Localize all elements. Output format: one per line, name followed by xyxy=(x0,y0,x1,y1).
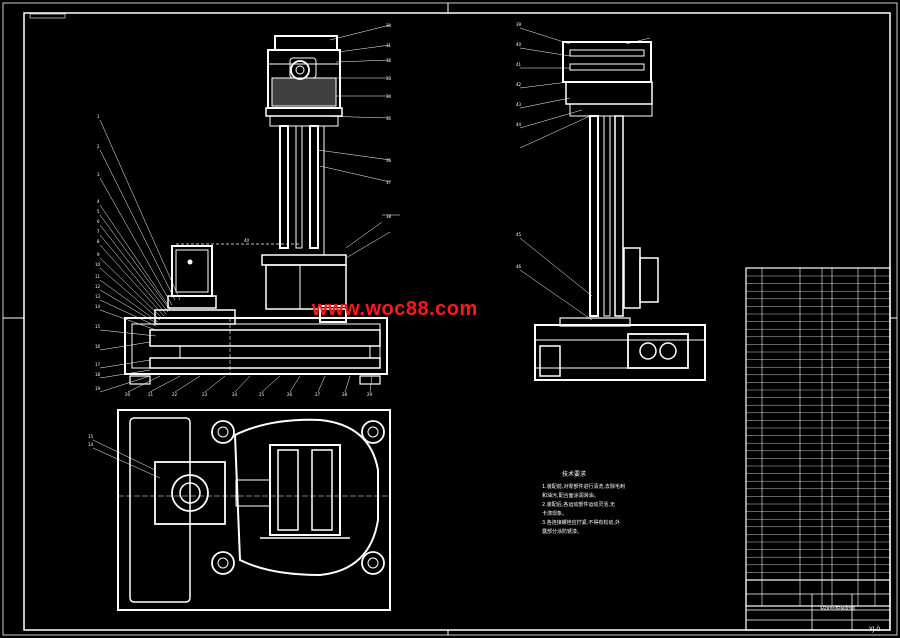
svg-text:28: 28 xyxy=(342,392,348,397)
note-line: 露部分涂防锈漆。 xyxy=(542,529,583,535)
svg-text:4: 4 xyxy=(97,199,100,204)
note-line: 2.装配后,各运动部件运动灵活,无 xyxy=(542,502,615,508)
svg-text:2: 2 xyxy=(97,144,100,149)
svg-text:14: 14 xyxy=(95,304,101,309)
svg-text:12: 12 xyxy=(95,284,101,289)
note-line: 卡滞现象。 xyxy=(542,511,568,517)
svg-text:41: 41 xyxy=(516,62,522,67)
drawing-title: 钻床结构装配图 xyxy=(820,606,856,612)
svg-text:6: 6 xyxy=(97,219,100,224)
front-leaders-left xyxy=(99,119,373,393)
svg-text:31: 31 xyxy=(386,43,392,48)
parts-list-table xyxy=(745,267,891,607)
svg-text:5: 5 xyxy=(97,209,100,214)
svg-text:29: 29 xyxy=(367,392,373,397)
plan-view: 15 14 xyxy=(88,409,391,611)
front-leaders-right xyxy=(317,24,400,259)
svg-text:8: 8 xyxy=(97,239,100,244)
svg-text:15: 15 xyxy=(95,324,101,329)
svg-text:7: 7 xyxy=(97,229,100,234)
side-leaders xyxy=(519,27,651,321)
svg-text:39: 39 xyxy=(516,22,522,27)
svg-text:20: 20 xyxy=(125,392,131,397)
svg-text:9: 9 xyxy=(97,252,100,257)
svg-text:24: 24 xyxy=(232,392,238,397)
svg-text:45: 45 xyxy=(516,232,522,237)
callout-labels-side: 39 40 41 42 43 44 45 46 xyxy=(516,22,522,269)
svg-text:46: 46 xyxy=(516,264,522,269)
svg-text:10: 10 xyxy=(95,262,101,267)
svg-text:1: 1 xyxy=(97,114,100,119)
note-line: 3.各连接螺栓应拧紧,不得有松动,外 xyxy=(542,520,620,526)
svg-text:11: 11 xyxy=(95,274,101,279)
parts-list-rows xyxy=(746,275,890,573)
front-view: 40 xyxy=(124,35,388,385)
watermark-text: www.woc88.com xyxy=(312,298,478,320)
svg-text:25: 25 xyxy=(259,392,265,397)
technical-notes: 技术要求 1.装配前,对零部件进行清洗,去除毛刺 和油污,配合面涂润滑油。 2.… xyxy=(542,470,652,537)
svg-text:13: 13 xyxy=(95,294,101,299)
svg-text:16: 16 xyxy=(95,344,101,349)
svg-text:43: 43 xyxy=(516,102,522,107)
svg-text:44: 44 xyxy=(516,122,522,127)
note-line: 和油污,配合面涂润滑油。 xyxy=(542,493,599,499)
svg-text:40: 40 xyxy=(516,42,522,47)
sheet-number: YJ-0 xyxy=(869,626,881,633)
svg-text:36: 36 xyxy=(386,158,392,163)
svg-text:42: 42 xyxy=(516,82,522,87)
svg-text:27: 27 xyxy=(315,392,321,397)
svg-text:40: 40 xyxy=(244,238,250,243)
svg-text:3: 3 xyxy=(97,172,100,177)
svg-text:15: 15 xyxy=(88,434,94,439)
note-line: 1.装配前,对零部件进行清洗,去除毛刺 xyxy=(542,484,625,490)
svg-text:34: 34 xyxy=(386,94,392,99)
svg-text:22: 22 xyxy=(172,392,178,397)
svg-text:14: 14 xyxy=(88,442,94,447)
svg-text:17: 17 xyxy=(95,362,101,367)
side-view xyxy=(534,41,706,381)
svg-text:30: 30 xyxy=(386,23,392,28)
svg-text:35: 35 xyxy=(386,116,392,121)
svg-text:32: 32 xyxy=(386,58,392,63)
svg-text:38: 38 xyxy=(386,214,392,219)
svg-text:23: 23 xyxy=(202,392,208,397)
svg-text:33: 33 xyxy=(386,76,392,81)
notes-title: 技术要求 xyxy=(562,471,587,478)
svg-text:37: 37 xyxy=(386,180,392,185)
svg-text:19: 19 xyxy=(95,386,101,391)
title-block xyxy=(745,579,891,631)
svg-text:21: 21 xyxy=(148,392,154,397)
svg-text:26: 26 xyxy=(287,392,293,397)
svg-text:18: 18 xyxy=(95,372,101,377)
